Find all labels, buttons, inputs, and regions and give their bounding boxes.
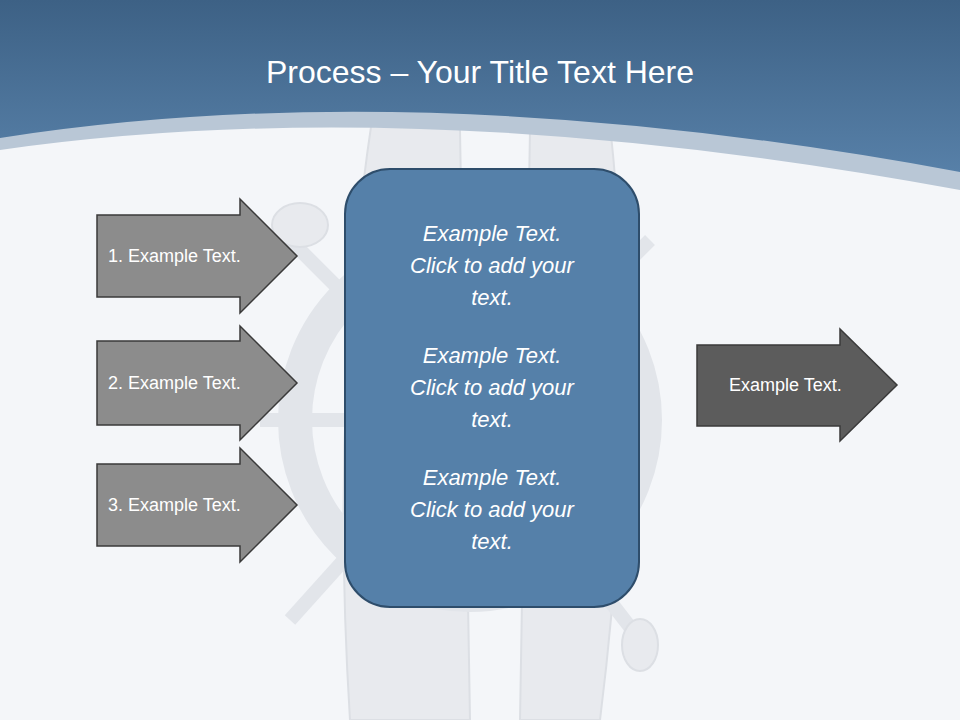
header-bar (0, 0, 960, 172)
node-content: 3. Example Text. (96, 447, 298, 563)
arrow-label: 2. Example Text. (108, 373, 241, 394)
arrow-label: Example Text. (729, 375, 842, 396)
spoke-knob (622, 619, 658, 671)
arrow-shape (697, 329, 897, 441)
node-content: 2. Example Text. (96, 325, 298, 441)
process-arrow: 1. Example Text. (96, 198, 298, 314)
box-text: Example Text. Click to add your text. (407, 462, 577, 558)
process-arrow: Example Text. (696, 328, 898, 442)
process-box: Example Text. Click to add your text. Exa… (344, 168, 640, 608)
node-content: Example Text. (696, 328, 898, 442)
node-content: 1. Example Text. (96, 198, 298, 314)
arrow-label: 1. Example Text. (108, 246, 241, 267)
node-content: Example Text. Click to add your text. Exa… (344, 168, 640, 608)
arrow-shape (97, 326, 297, 440)
box-text: Example Text. Click to add your text. (407, 340, 577, 436)
box-shape (345, 169, 639, 607)
slide-title: Process – Your Title Text Here (0, 52, 960, 92)
arrow-label: 3. Example Text. (108, 495, 241, 516)
process-arrow: 3. Example Text. (96, 447, 298, 563)
box-text: Example Text. Click to add your text. (407, 218, 577, 314)
arrow-shape (97, 448, 297, 562)
arrow-shape (97, 199, 297, 313)
process-arrow: 2. Example Text. (96, 325, 298, 441)
wheel-illustration (260, 112, 658, 720)
